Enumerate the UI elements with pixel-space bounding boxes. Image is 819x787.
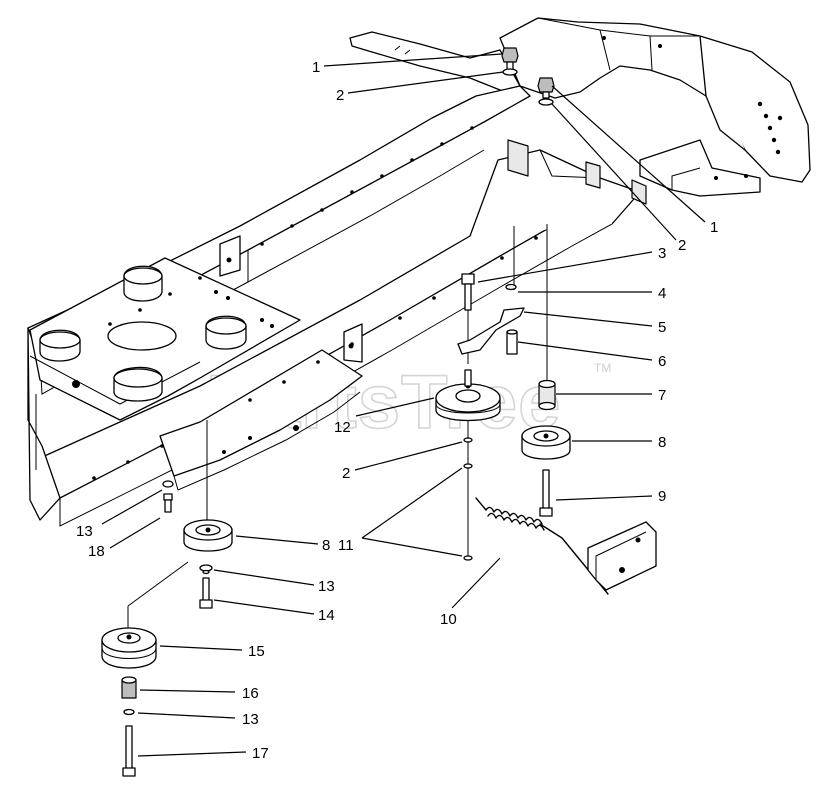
callout-labels: 1 2 1 2 3 4 5 6 7 8 9 12 2 11 10 13 18 8… bbox=[76, 59, 718, 762]
callout-16: 16 bbox=[242, 685, 259, 702]
callout-11: 11 bbox=[338, 537, 354, 554]
washer-item-4 bbox=[505, 283, 517, 291]
callout-2-upper: 2 bbox=[336, 87, 344, 104]
washer-item-2-upper bbox=[502, 68, 518, 76]
nut-item-11-lower bbox=[463, 555, 473, 561]
bolt-item-1-lower bbox=[537, 77, 555, 99]
callout-17: 17 bbox=[252, 745, 269, 762]
main-frame bbox=[27, 85, 647, 527]
callout-18: 18 bbox=[88, 543, 105, 560]
pulley-item-15 bbox=[101, 627, 157, 669]
callout-2-right: 2 bbox=[678, 237, 686, 254]
callout-7: 7 bbox=[658, 387, 666, 404]
washer-item-13-mid-hole bbox=[202, 569, 210, 575]
callout-9: 9 bbox=[658, 488, 666, 505]
bracket-item-5 bbox=[457, 307, 525, 355]
callout-4: 4 bbox=[658, 285, 666, 302]
spacer-item-6 bbox=[506, 329, 518, 355]
nut-item-11-upper bbox=[463, 463, 473, 469]
callout-5: 5 bbox=[658, 319, 666, 336]
bolt-item-14 bbox=[199, 577, 213, 609]
spacer-item-7 bbox=[538, 379, 556, 411]
callout-12: 12 bbox=[334, 419, 351, 436]
washer-item-13-lower bbox=[123, 708, 135, 716]
callout-10: 10 bbox=[440, 611, 457, 628]
pulley-item-8-right bbox=[521, 425, 571, 460]
pulley-item-8-left bbox=[183, 519, 233, 552]
bolt-item-17 bbox=[122, 725, 136, 777]
callout-3: 3 bbox=[658, 245, 666, 262]
leader-line-pulley-link bbox=[127, 561, 189, 607]
watermark-trademark: TM bbox=[594, 361, 611, 375]
spring-anchor-plate bbox=[587, 521, 657, 591]
callout-6: 6 bbox=[658, 353, 666, 370]
callout-8-left: 8 bbox=[322, 537, 330, 554]
rear-frame-housing bbox=[349, 17, 811, 197]
callout-13-upper: 13 bbox=[76, 523, 93, 540]
callout-15: 15 bbox=[248, 643, 265, 660]
callout-8-right: 8 bbox=[658, 434, 666, 451]
callout-1-upper: 1 bbox=[312, 59, 320, 76]
washer-item-2-lower bbox=[538, 98, 554, 106]
spacer-item-16 bbox=[121, 676, 137, 699]
bolt-item-18 bbox=[163, 493, 173, 513]
bolt-item-1-upper bbox=[501, 47, 519, 71]
washer-item-13-upper bbox=[162, 480, 174, 488]
bolt-item-3 bbox=[461, 273, 475, 311]
callout-1-right: 1 bbox=[710, 219, 718, 236]
washer-item-2-center bbox=[463, 437, 473, 443]
callout-2-center: 2 bbox=[342, 465, 350, 482]
leader-lines bbox=[101, 53, 706, 757]
callout-13-mid: 13 bbox=[318, 578, 335, 595]
callout-13-lower: 13 bbox=[242, 711, 259, 728]
pulley-item-12 bbox=[435, 369, 501, 422]
callout-14: 14 bbox=[318, 607, 335, 624]
bolt-item-9 bbox=[539, 469, 553, 517]
